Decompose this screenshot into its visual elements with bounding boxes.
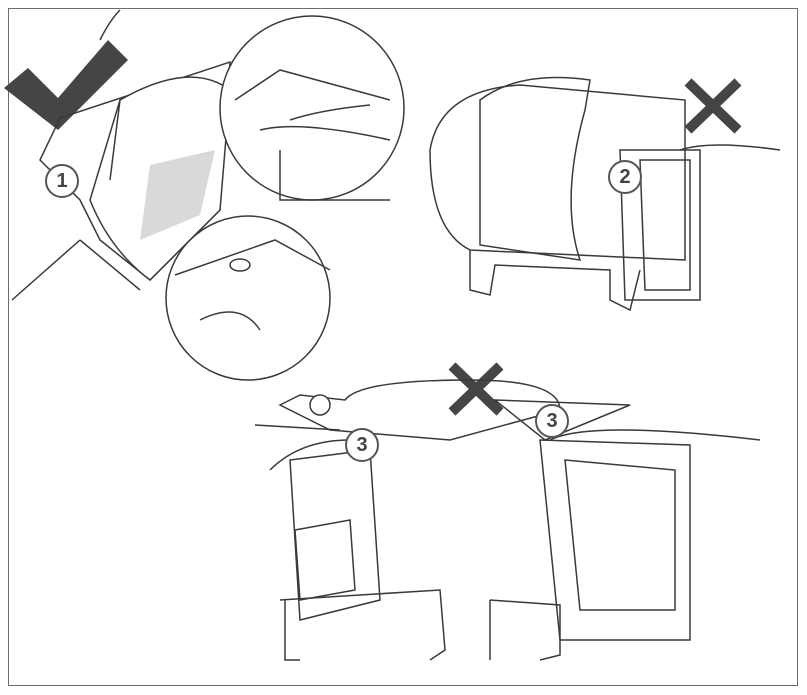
step-number-badge: 2 <box>608 160 642 194</box>
step-number-badge: 1 <box>45 164 79 198</box>
scene-correct-lift <box>11 9 405 381</box>
scene-incorrect-front <box>429 76 781 312</box>
step-number-badge: 3 <box>535 404 569 438</box>
scene-incorrect-right <box>489 399 761 661</box>
cross-mark-icon <box>448 362 504 416</box>
scene-incorrect-left <box>254 379 561 661</box>
cross-mark-icon <box>684 78 742 134</box>
illustration-frame <box>8 8 798 686</box>
step-number-badge: 3 <box>345 428 379 462</box>
check-mark-icon <box>4 40 128 130</box>
